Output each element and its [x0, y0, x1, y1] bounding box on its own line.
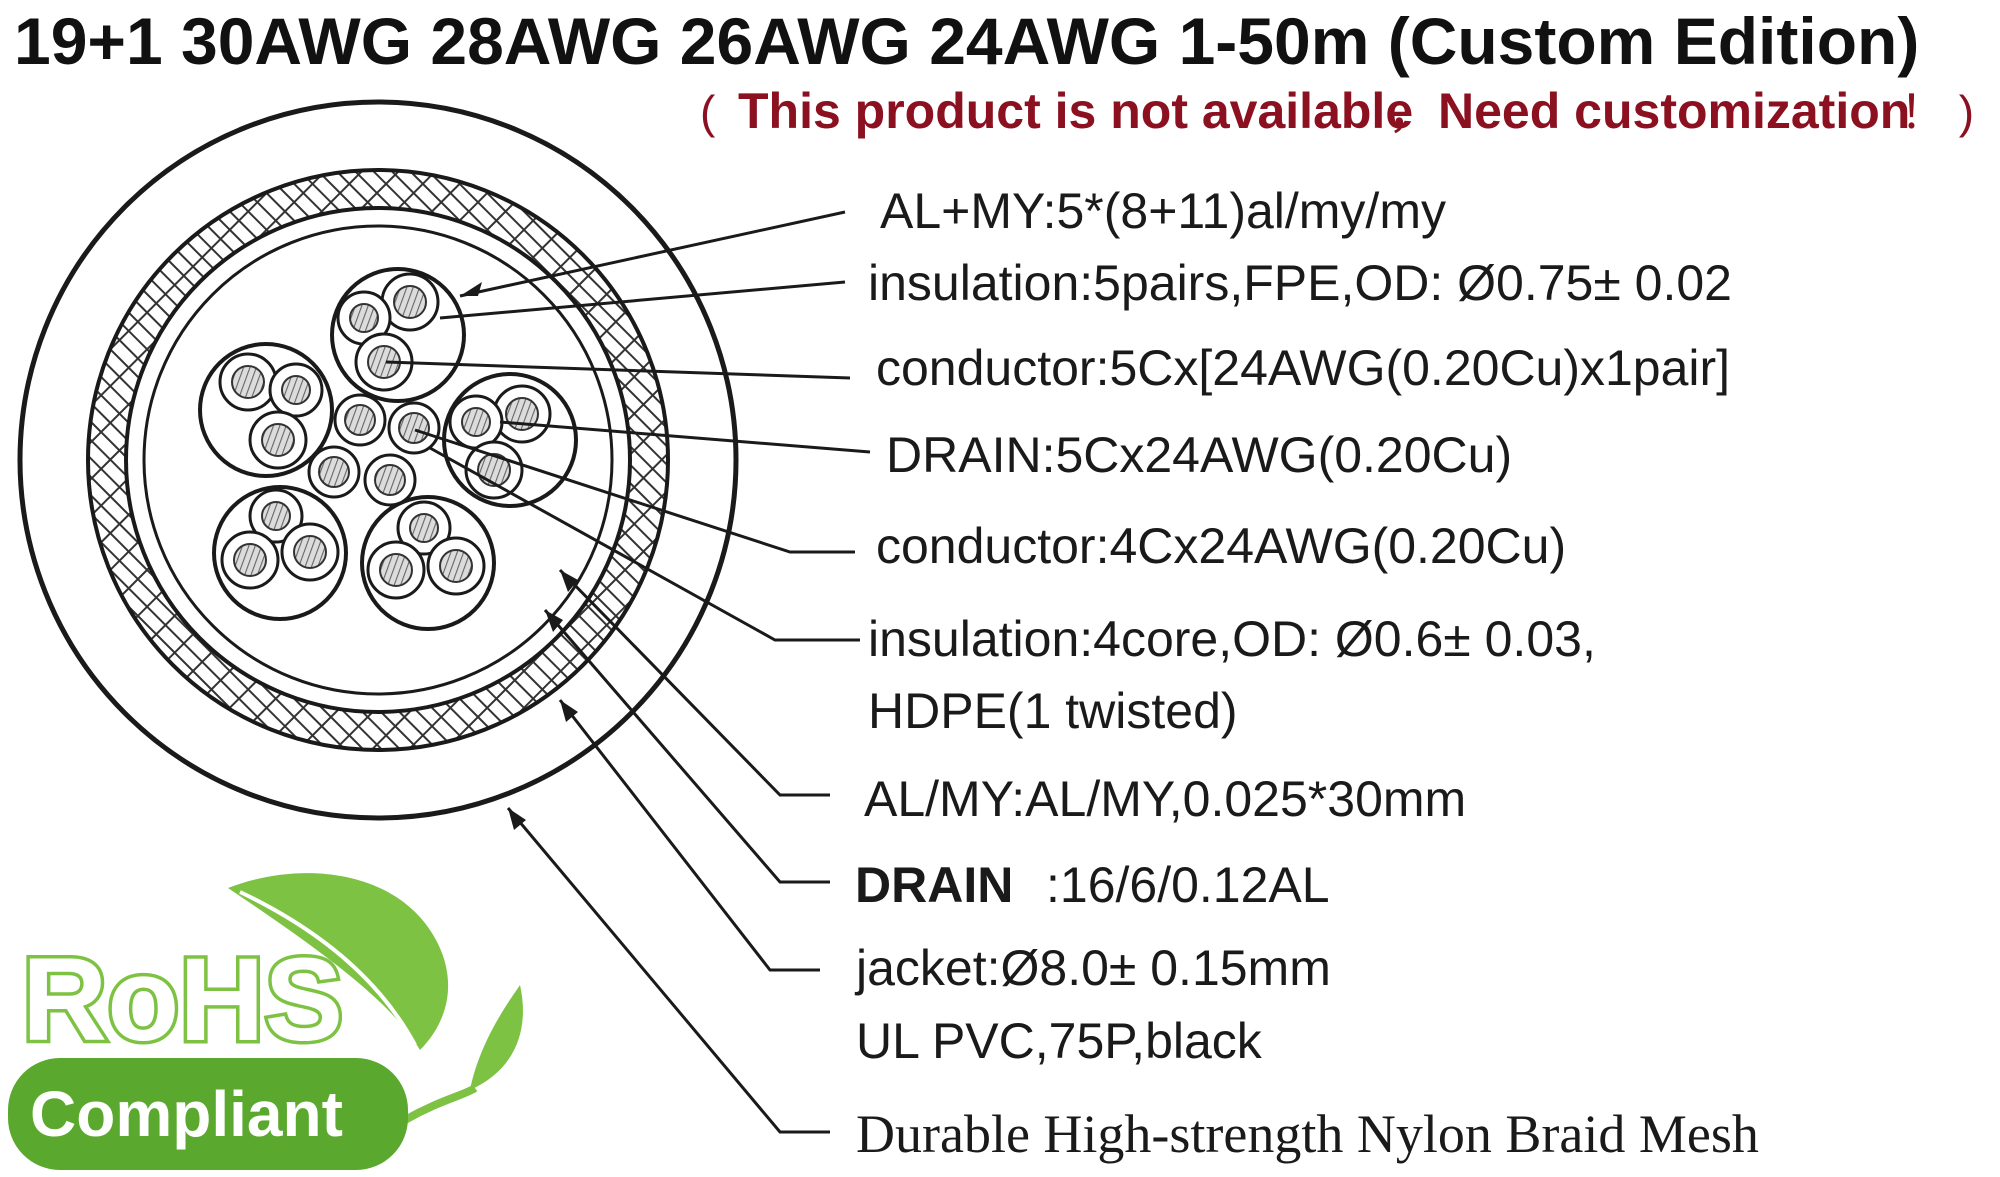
cable-cross-section	[17, 99, 739, 821]
leaf-icon	[228, 873, 449, 1050]
label-conductor-pairs: conductor:5Cx[24AWG(0.20Cu)x1pair]	[876, 340, 1730, 396]
label-drain-shield-key: DRAIN	[855, 857, 1013, 913]
pair-bundle-bottom-right	[360, 495, 496, 631]
center-cores	[307, 393, 441, 507]
notice-close: ！ )	[1900, 86, 1974, 138]
rohs-badge: RoHS Compliant	[8, 873, 523, 1170]
pair-bundle-bottom-left	[212, 485, 348, 621]
leader-drain-shield	[543, 609, 830, 884]
leader-braid	[506, 807, 830, 1134]
leader-insulation-cores	[429, 446, 860, 642]
label-insulation-cores-material: HDPE(1 twisted)	[868, 683, 1238, 739]
notice-separator: ，	[1388, 86, 1434, 138]
small-leaf-icon	[470, 985, 523, 1090]
label-jacket: jacket:Ø8.0± 0.15mm	[854, 940, 1331, 996]
leader-al-my-pair	[459, 210, 846, 298]
label-al-my-pair: AL+MY:5*(8+11)al/my/my	[880, 183, 1446, 239]
notice-customization: Need customization	[1438, 83, 1910, 139]
label-jacket-material: UL PVC,75P,black	[856, 1013, 1263, 1069]
label-insulation-pairs: insulation:5pairs,FPE,OD: Ø0.75± 0.02	[868, 255, 1732, 311]
leader-conductor-cores	[414, 428, 855, 554]
leader-insulation-pairs	[439, 280, 846, 320]
label-al-my-shield: AL/MY:AL/MY,0.025*30mm	[864, 771, 1466, 827]
leader-conductor-pairs	[385, 360, 851, 380]
label-drain-pairs: DRAIN:5Cx24AWG(0.20Cu)	[886, 427, 1512, 483]
pair-bundle-right	[442, 372, 578, 508]
leader-drain-pairs	[499, 420, 871, 454]
compliant-pill	[8, 1058, 408, 1170]
leader-al-my-shield	[558, 568, 830, 797]
pair-bundle-top	[330, 267, 466, 403]
leader-jacket	[558, 699, 820, 972]
notice-unavailable: This product is not available	[738, 83, 1413, 139]
label-conductor-cores: conductor:4Cx24AWG(0.20Cu)	[876, 518, 1566, 574]
compliant-text: Compliant	[30, 1078, 343, 1150]
label-drain-shield-value: :16/6/0.12AL	[1046, 857, 1330, 913]
pair-bundle-left	[198, 342, 334, 478]
label-insulation-cores: insulation:4core,OD: Ø0.6± 0.03,	[868, 611, 1596, 667]
notice-open: (	[700, 86, 716, 138]
label-braid: Durable High-strength Nylon Braid Mesh	[856, 1104, 1759, 1164]
rohs-text: RoHS	[22, 934, 343, 1066]
page-title: 19+1 30AWG 28AWG 26AWG 24AWG 1-50m (Cust…	[14, 4, 1919, 78]
leader-lines	[385, 210, 871, 1134]
